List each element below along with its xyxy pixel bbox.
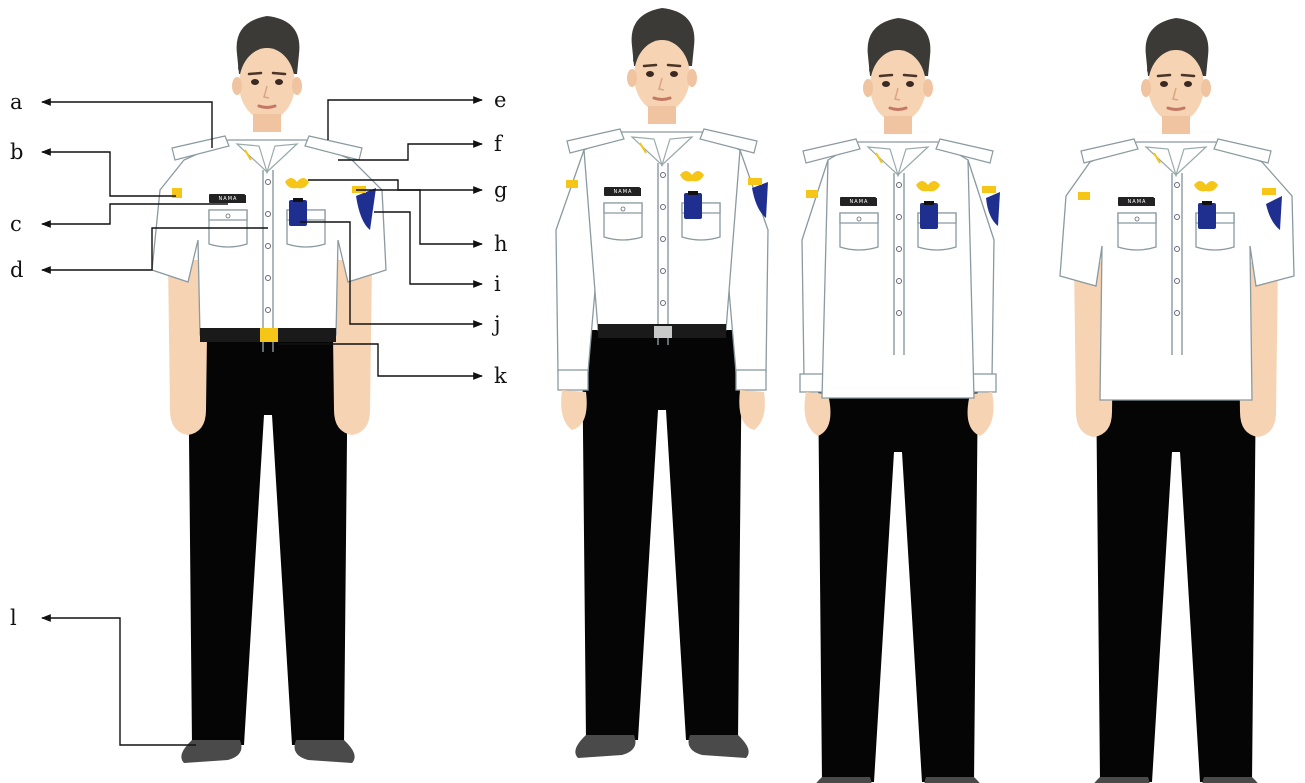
callout-b-line: [41, 148, 176, 197]
callout-c-line: [41, 203, 228, 228]
callout-g-line: [308, 179, 483, 194]
label-d: d: [10, 258, 24, 282]
callout-k-line: [278, 343, 483, 380]
label-c: c: [10, 212, 22, 236]
callout-a-line: [41, 98, 213, 148]
name-tag-4: NAMA: [1119, 198, 1155, 206]
callout-l-line: [41, 614, 196, 746]
callout-j-line: [300, 221, 483, 328]
label-i: i: [494, 272, 501, 296]
label-h: h: [494, 232, 508, 256]
callout-d-line: [41, 227, 268, 274]
label-f: f: [494, 132, 502, 156]
name-tag-1: NAMA: [210, 195, 246, 203]
figure-4: [1059, 16, 1295, 783]
label-e: e: [494, 88, 507, 112]
callout-i-line: [374, 211, 483, 288]
label-l: l: [10, 606, 17, 630]
label-g: g: [494, 178, 508, 202]
label-j: j: [494, 312, 501, 336]
callout-e-line: [327, 96, 483, 140]
label-a: a: [10, 90, 23, 114]
figure-3: [799, 16, 1000, 783]
callout-f-line: [338, 140, 483, 161]
callout-h-line: [356, 189, 483, 248]
callout-lines: [41, 96, 483, 746]
name-tag-3: NAMA: [841, 198, 877, 206]
label-b: b: [10, 140, 24, 164]
name-tag-2: NAMA: [605, 188, 641, 196]
label-k: k: [494, 364, 507, 388]
figure-2: [555, 6, 769, 758]
figure-1: [151, 14, 387, 763]
